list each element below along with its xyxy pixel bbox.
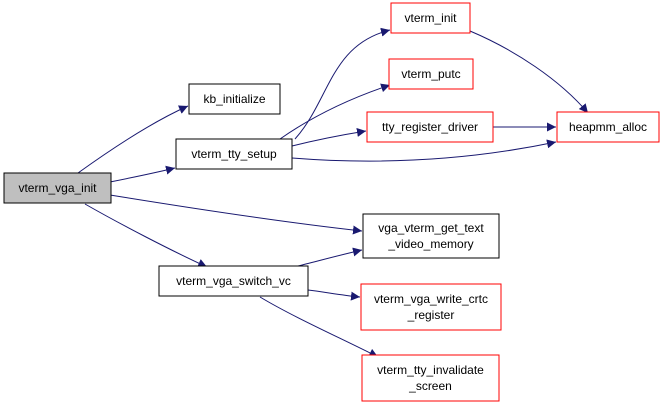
node-vterm_tty_setup[interactable]: vterm_tty_setup (175, 138, 293, 170)
edge-vterm_tty_setup-heapmm_alloc (291, 139, 557, 162)
node-label: vterm_init (404, 11, 457, 25)
node-label-line2: _screen (408, 379, 452, 393)
node-label: vterm_tty_setup (191, 147, 277, 161)
node-heapmm_alloc[interactable]: heapmm_alloc (556, 111, 660, 143)
edge-vterm_vga_switch_vc-vterm_tty_invalidate_screen (259, 296, 379, 358)
node-label-line1: vterm_vga_write_crtc (374, 292, 488, 306)
node-label: heapmm_alloc (569, 120, 647, 134)
node-label-line1: vga_vterm_get_text (378, 221, 484, 235)
node-label: kb_initialize (203, 92, 265, 106)
node-vterm_vga_init[interactable]: vterm_vga_init (3, 172, 112, 204)
edge-vterm_tty_setup-tty_register_driver (291, 127, 367, 147)
node-vterm_vga_switch_vc[interactable]: vterm_vga_switch_vc (158, 265, 309, 297)
node-vterm_tty_invalidate_screen[interactable]: vterm_tty_invalidate _screen (361, 354, 500, 402)
node-label: vterm_vga_switch_vc (176, 274, 291, 288)
node-label: vterm_putc (401, 67, 460, 81)
node-label: tty_register_driver (382, 120, 478, 134)
edge-vterm_vga_init-vterm_tty_setup (109, 165, 176, 183)
node-vterm_init[interactable]: vterm_init (390, 2, 471, 34)
edge-vterm_vga_init-vga_vterm_get_text_video_memory (109, 194, 363, 235)
edge-vterm_tty_setup-vterm_init (294, 27, 391, 140)
node-tty_register_driver[interactable]: tty_register_driver (366, 111, 494, 143)
node-label-line2: _video_memory (387, 237, 473, 251)
edge-vterm_vga_init-kb_initialize (77, 105, 189, 174)
node-vga_vterm_get_text_video_memory[interactable]: vga_vterm_get_text _video_memory (362, 213, 500, 259)
edge-vterm_vga_switch_vc-vterm_vga_write_crtc_register (307, 289, 361, 301)
node-vterm_putc[interactable]: vterm_putc (388, 58, 474, 90)
node-label: vterm_vga_init (18, 181, 97, 195)
node-vterm_vga_write_crtc_register[interactable]: vterm_vga_write_crtc _register (360, 283, 502, 331)
edge-vterm_tty_setup-vterm_putc (279, 83, 391, 140)
edge-vterm_vga_switch_vc-vga_vterm_get_text_video_memory (297, 247, 363, 267)
edge-vterm_vga_init-vterm_vga_switch_vc (84, 203, 208, 268)
node-label-line2: _register (407, 308, 455, 322)
node-kb_initialize[interactable]: kb_initialize (188, 83, 281, 115)
node-label-line1: vterm_tty_invalidate (377, 363, 484, 377)
edge-vterm_init-heapmm_alloc (469, 30, 589, 114)
